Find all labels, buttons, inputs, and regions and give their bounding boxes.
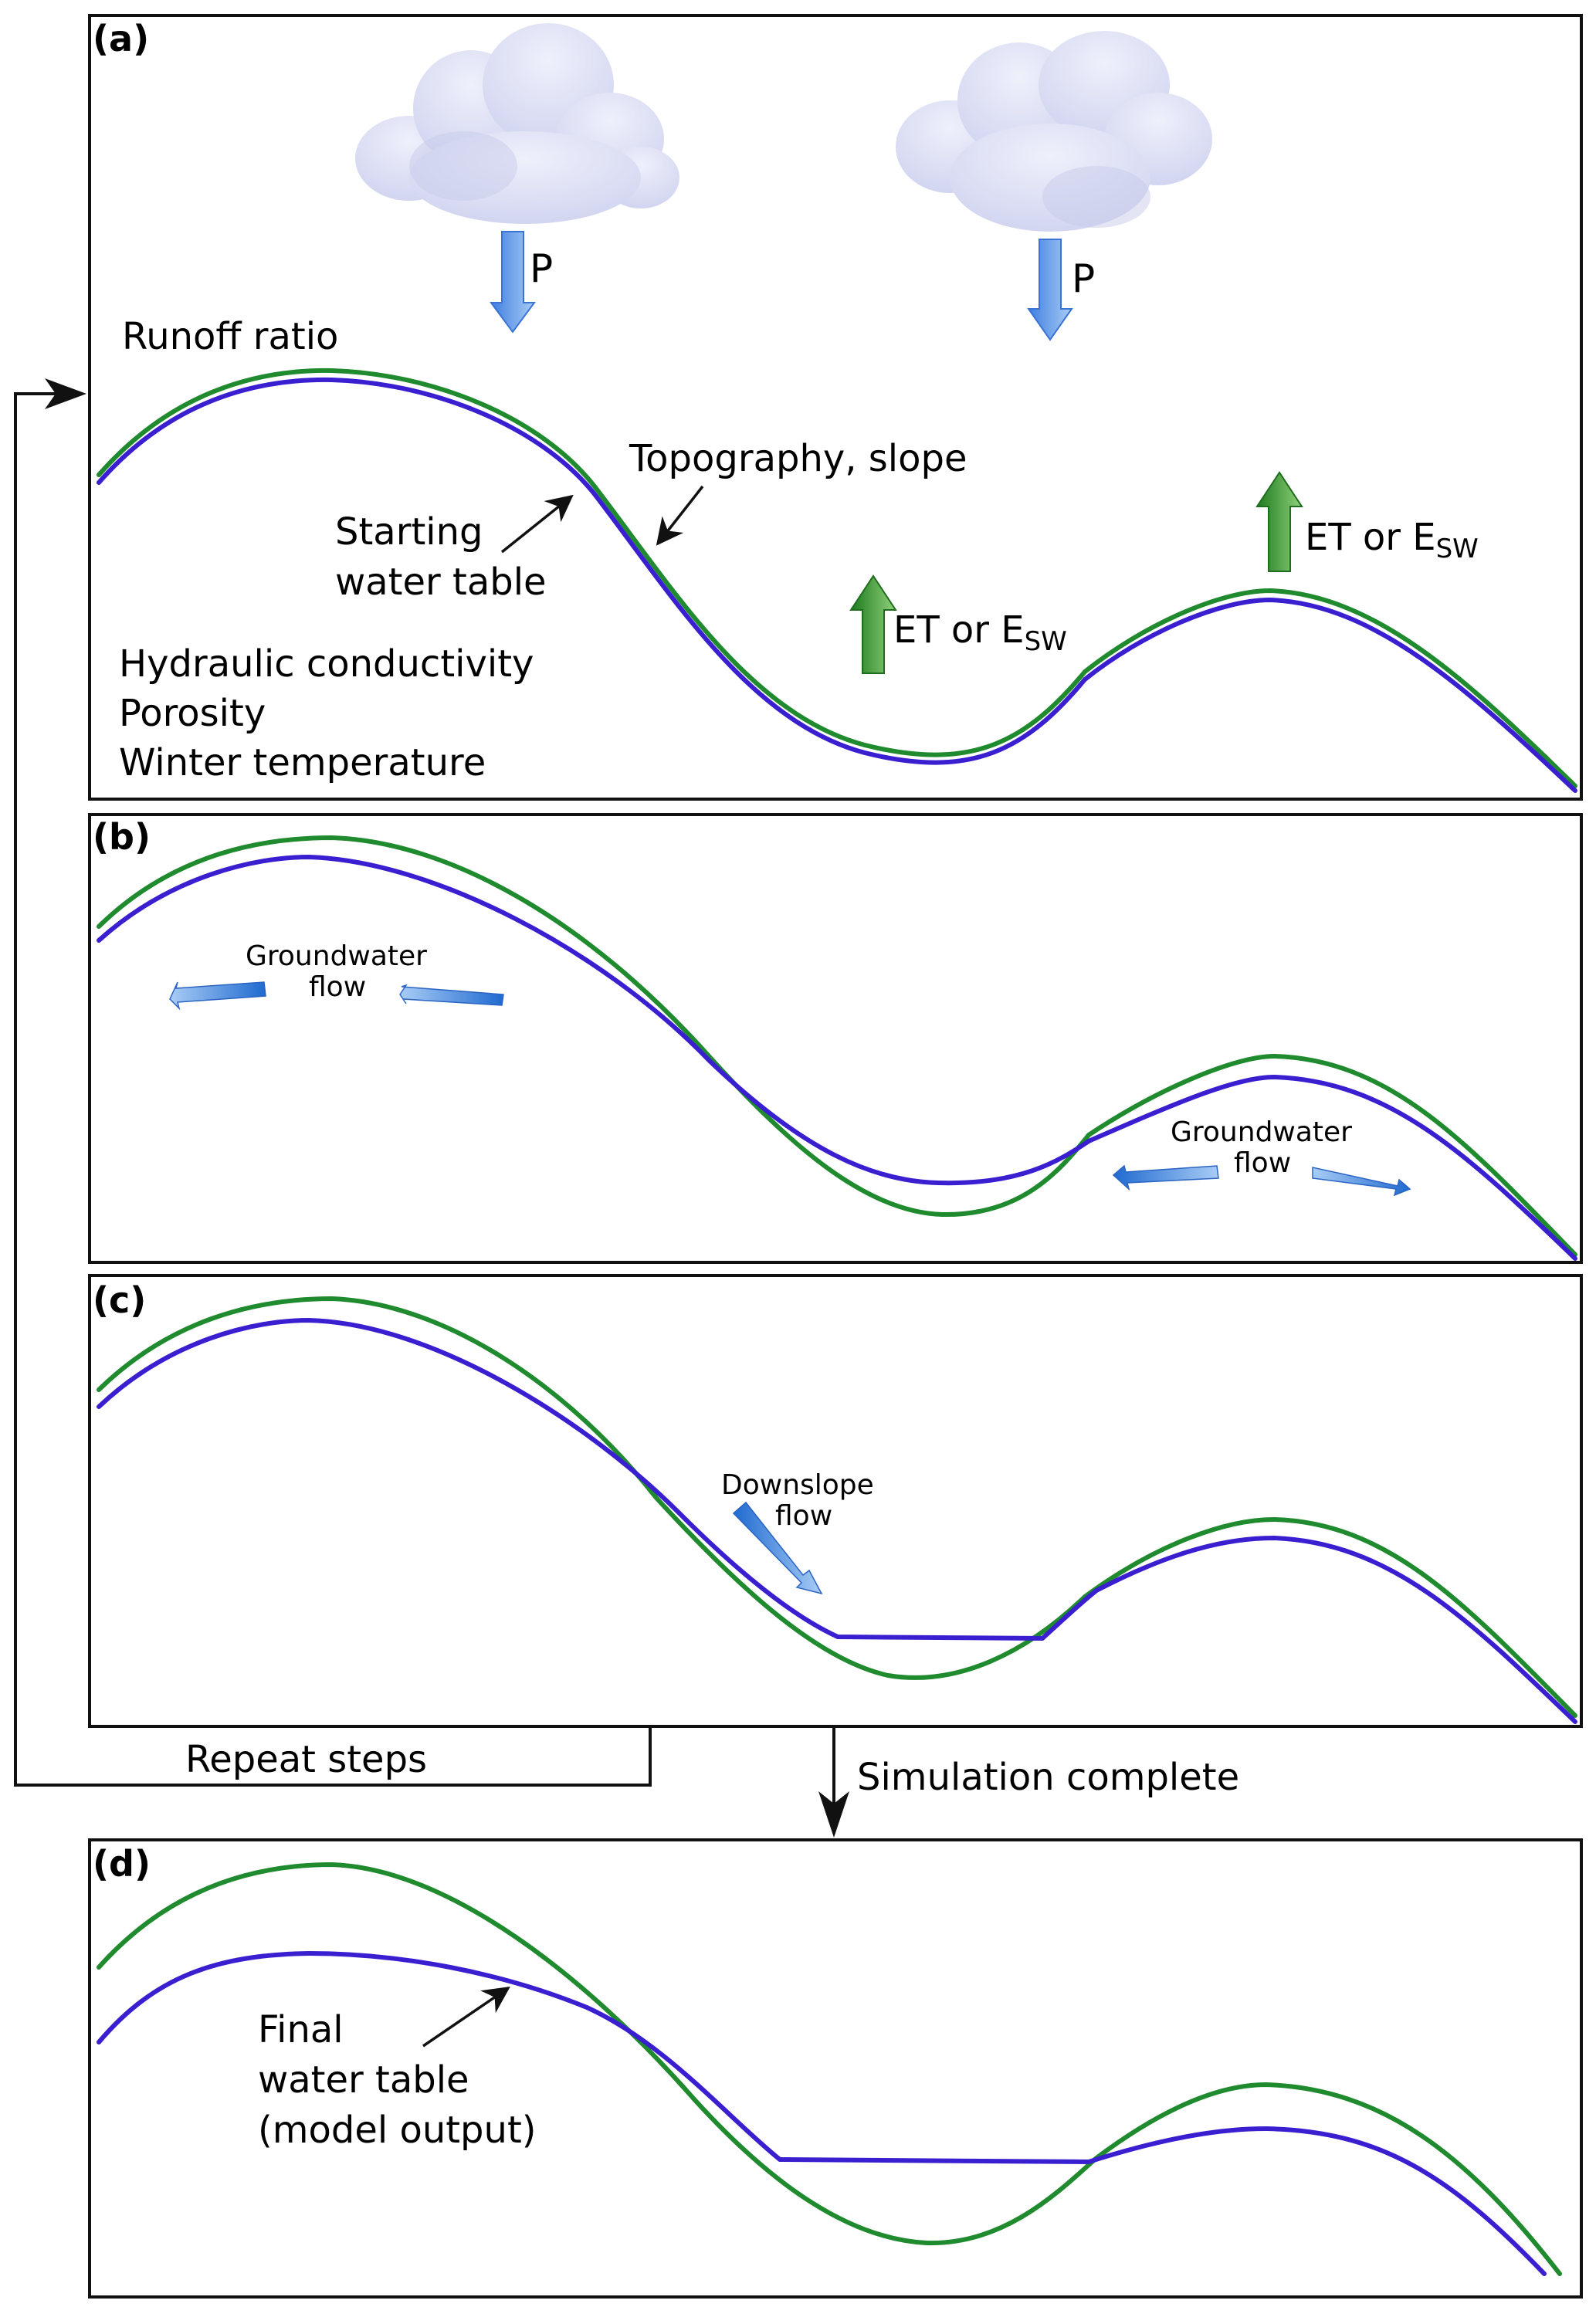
param-porosity: Porosity	[119, 692, 266, 735]
final-water-table-label-line2: water table	[258, 2058, 469, 2102]
cloud-icon	[355, 23, 679, 224]
precip-label-right: P	[1072, 256, 1095, 301]
precip-label-left: P	[530, 246, 553, 291]
cloud-icon	[896, 31, 1212, 232]
panel-b: (b) Groundwater flow Groundwater flow	[88, 813, 1583, 1264]
param-winter-temperature: Winter temperature	[119, 741, 486, 784]
terrain-surface-line	[97, 835, 1577, 1257]
final-water-table-label-line1: Final	[258, 2008, 344, 2051]
simulation-complete-connector: Simulation complete	[818, 1726, 1239, 1838]
topography-pointer-arrow	[656, 485, 704, 546]
panel-a: (a) P P Runoff ratio	[88, 14, 1583, 801]
repeat-steps-label: Repeat steps	[185, 1738, 427, 1781]
terrain-surface-line	[97, 1296, 1577, 1718]
panel-b-label: (b)	[93, 816, 151, 858]
panel-c-label: (c)	[93, 1279, 146, 1321]
panel-a-label: (a)	[93, 18, 149, 59]
precipitation-arrow-icon	[490, 231, 536, 334]
panel-d: (d) Final water table (model output)	[88, 1838, 1583, 2299]
param-hydraulic-conductivity: Hydraulic conductivity	[119, 642, 534, 686]
et-label-right: ET or ESW	[1305, 516, 1479, 564]
repeat-loop-connector: Repeat steps	[14, 378, 652, 1787]
water-table-line	[97, 1318, 1577, 1724]
starting-water-table-line	[97, 377, 1577, 793]
final-water-table-line	[97, 1951, 1547, 2276]
groundwater-flow-label-right-line2: flow	[1234, 1147, 1291, 1179]
topography-label: Topography, slope	[629, 437, 967, 480]
groundwater-flow-label-left-line2: flow	[309, 971, 366, 1003]
groundwater-flow-arrow-icon	[169, 981, 504, 1011]
downslope-flow-label-line1: Downslope	[721, 1469, 874, 1501]
starting-water-table-pointer-arrow	[500, 494, 574, 554]
evapotranspiration-arrow-icon	[1255, 471, 1303, 572]
et-label-middle: ET or ESW	[893, 608, 1067, 657]
downslope-flow-arrow-icon	[732, 1501, 823, 1595]
terrain-surface-line	[97, 1862, 1562, 2276]
groundwater-flow-label-right-line1: Groundwater	[1171, 1116, 1352, 1148]
terrain-surface-line	[97, 368, 1577, 788]
panel-c: (c) Downslope flow	[88, 1274, 1583, 1728]
precipitation-arrow-icon	[1027, 239, 1073, 341]
starting-water-table-label-line2: water table	[335, 561, 547, 604]
starting-water-table-label-line1: Starting	[335, 510, 483, 554]
water-table-line	[97, 855, 1577, 1261]
downslope-flow-label-line2: flow	[775, 1500, 832, 1532]
simulation-complete-label: Simulation complete	[857, 1756, 1239, 1799]
groundwater-flow-label-left-line1: Groundwater	[246, 940, 427, 972]
panel-d-label: (d)	[93, 1843, 151, 1885]
final-water-table-label-line3: (model output)	[258, 2109, 537, 2152]
groundwater-flow-arrow-icon	[1112, 1164, 1411, 1197]
runoff-ratio-label: Runoff ratio	[122, 315, 338, 358]
final-water-table-pointer-arrow	[422, 1987, 510, 2048]
evapotranspiration-arrow-icon	[849, 574, 897, 674]
